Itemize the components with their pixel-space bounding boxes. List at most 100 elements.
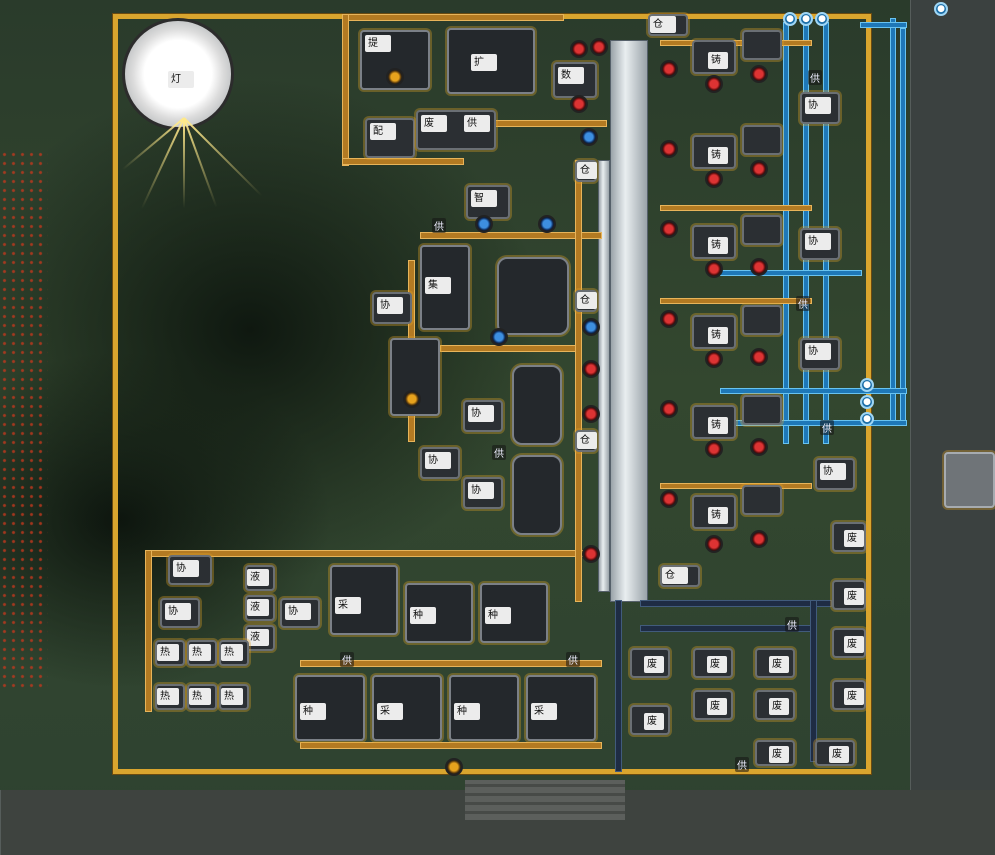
waste-building[interactable]: 废 [755, 740, 795, 766]
power-node[interactable] [750, 438, 768, 456]
forge-building[interactable] [742, 395, 782, 425]
forge-building[interactable]: 铸 [692, 135, 736, 169]
waste-supply-building[interactable]: 废 供 [416, 110, 496, 150]
waste-building[interactable]: 废 [832, 680, 866, 710]
power-node[interactable] [660, 310, 678, 328]
extractor-building[interactable]: 提 [360, 30, 430, 90]
power-node[interactable] [660, 400, 678, 418]
waste-building[interactable]: 废 [693, 648, 733, 678]
assist-building[interactable]: 协 [463, 477, 503, 509]
assist-building[interactable]: 协 [420, 447, 460, 479]
forge-building[interactable] [742, 485, 782, 515]
harvest-building[interactable]: 采 [526, 675, 596, 741]
forge-building[interactable]: 铸 [692, 315, 736, 349]
forge-building[interactable]: 铸 [692, 405, 736, 439]
power-node[interactable] [660, 490, 678, 508]
waste-building[interactable]: 废 [815, 740, 855, 766]
store-building[interactable]: 仓 [660, 565, 700, 587]
waste-building[interactable]: 废 [630, 648, 670, 678]
waste-building[interactable]: 废 [693, 690, 733, 720]
plant-building[interactable]: 种 [405, 583, 473, 643]
water-drop-icon[interactable]: ● [815, 12, 829, 26]
store-building[interactable]: 仓 [575, 430, 597, 452]
heat-building[interactable]: 热 [187, 640, 217, 666]
liquid-building[interactable]: 液 [245, 625, 275, 651]
power-node[interactable] [570, 95, 588, 113]
waste-building[interactable]: 废 [755, 690, 795, 720]
drill-building[interactable] [512, 365, 562, 445]
reactor-building[interactable] [497, 257, 569, 335]
power-node[interactable] [445, 758, 463, 776]
forge-building[interactable]: 铸 [692, 495, 736, 529]
assist-building[interactable]: 协 [800, 228, 840, 260]
harvest-building[interactable]: 采 [372, 675, 442, 741]
dispatcher-building[interactable]: 配 [365, 118, 415, 158]
power-node[interactable] [582, 405, 600, 423]
plant-building[interactable]: 种 [295, 675, 365, 741]
water-drop-icon[interactable]: ● [934, 2, 948, 16]
processor-building[interactable]: 集 [420, 245, 470, 330]
sign-building[interactable]: 智 [466, 185, 510, 219]
power-node[interactable] [570, 40, 588, 58]
power-node[interactable] [705, 260, 723, 278]
power-node[interactable] [582, 318, 600, 336]
plant-building[interactable]: 种 [480, 583, 548, 643]
heat-building[interactable]: 热 [155, 684, 185, 710]
plant-building[interactable]: 种 [449, 675, 519, 741]
heat-building[interactable]: 热 [187, 684, 217, 710]
assist-building[interactable]: 协 [280, 598, 320, 628]
power-node[interactable] [660, 60, 678, 78]
forge-building[interactable]: 铸 [692, 40, 736, 74]
liquid-building[interactable]: 液 [245, 565, 275, 591]
assist-building[interactable]: 协 [815, 458, 855, 490]
power-node[interactable] [403, 390, 421, 408]
power-node[interactable] [490, 328, 508, 346]
power-node[interactable] [705, 535, 723, 553]
heat-building[interactable]: 热 [155, 640, 185, 666]
store-building[interactable]: 仓 [575, 290, 597, 312]
power-node[interactable] [750, 530, 768, 548]
harvest-building[interactable]: 采 [330, 565, 398, 635]
waste-building[interactable]: 废 [630, 705, 670, 735]
power-node[interactable] [475, 215, 493, 233]
forge-building[interactable] [742, 305, 782, 335]
waste-building[interactable]: 废 [832, 580, 866, 610]
liquid-building[interactable]: 液 [245, 595, 275, 621]
lighthouse-building[interactable]: 灯 [122, 18, 234, 130]
water-drop-icon[interactable]: ● [783, 12, 797, 26]
power-node[interactable] [590, 38, 608, 56]
store-building[interactable]: 仓 [648, 14, 688, 36]
power-node[interactable] [705, 350, 723, 368]
assist-building[interactable]: 协 [800, 338, 840, 370]
power-node[interactable] [750, 348, 768, 366]
forge-building[interactable] [742, 30, 782, 60]
power-node[interactable] [750, 160, 768, 178]
water-drop-icon[interactable]: ● [860, 412, 874, 426]
expander-building[interactable]: 扩 [447, 28, 535, 94]
store-building[interactable]: 仓 [575, 160, 597, 182]
assist-building[interactable]: 协 [168, 555, 212, 585]
power-node[interactable] [705, 440, 723, 458]
power-node[interactable] [580, 128, 598, 146]
forge-building[interactable] [742, 215, 782, 245]
gate-structure[interactable] [944, 452, 995, 508]
power-node[interactable] [660, 220, 678, 238]
waste-building[interactable]: 废 [832, 522, 866, 552]
heat-building[interactable]: 热 [219, 684, 249, 710]
power-node[interactable] [750, 258, 768, 276]
power-node[interactable] [705, 75, 723, 93]
forge-building[interactable]: 铸 [692, 225, 736, 259]
power-node[interactable] [705, 170, 723, 188]
assist-building[interactable]: 协 [800, 92, 840, 124]
assist-building[interactable]: 协 [372, 292, 412, 324]
waste-building[interactable]: 废 [755, 648, 795, 678]
waste-building[interactable]: 废 [832, 628, 866, 658]
power-node[interactable] [538, 215, 556, 233]
data-building[interactable]: 数 [553, 62, 597, 98]
heat-building[interactable]: 热 [219, 640, 249, 666]
assist-building[interactable]: 协 [160, 598, 200, 628]
power-node[interactable] [582, 545, 600, 563]
water-drop-icon[interactable]: ● [860, 378, 874, 392]
water-drop-icon[interactable]: ● [799, 12, 813, 26]
